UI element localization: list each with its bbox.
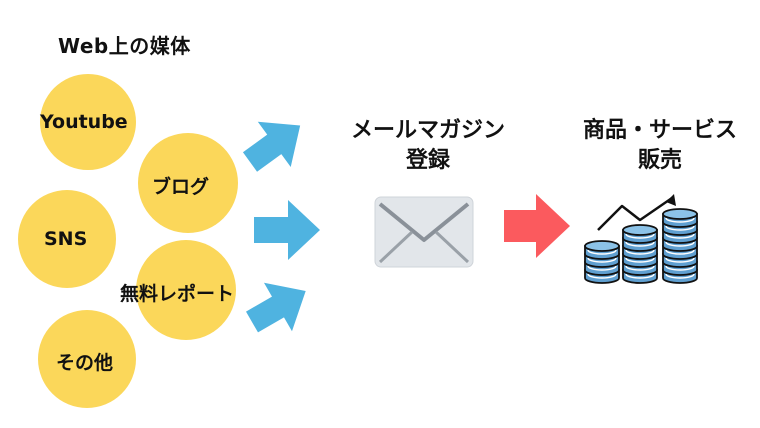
coin-band [625, 249, 655, 255]
coin-band [665, 217, 695, 223]
newsletter-heading-line1: メールマガジン [350, 118, 505, 143]
coin-band [587, 273, 617, 279]
diagram-title: Web上の媒体 [58, 34, 191, 58]
coin-band [625, 257, 655, 263]
coin-band [625, 241, 655, 247]
coin-band [665, 241, 695, 247]
envelope-icon [374, 196, 474, 268]
label-sns: SNS [44, 228, 88, 250]
label-blog: ブログ [152, 176, 210, 198]
coin-top [622, 224, 658, 236]
coin-band [625, 273, 655, 279]
coin-band [665, 249, 695, 255]
coin-band [665, 273, 695, 279]
coin-band [587, 257, 617, 263]
newsletter-heading: メールマガジン 登録 [328, 116, 528, 176]
label-youtube: Youtube [40, 111, 128, 133]
coin-top [662, 208, 698, 220]
coin-band [587, 265, 617, 271]
label-report: 無料レポート [120, 283, 235, 305]
coin-growth-icon [584, 194, 698, 284]
product-heading: 商品・サービス 販売 [560, 116, 760, 176]
coin-band [665, 257, 695, 263]
circle-youtube [40, 74, 136, 170]
coin-band [665, 225, 695, 231]
newsletter-heading-line2: 登録 [405, 148, 450, 173]
coin-band [625, 265, 655, 271]
product-heading-line2: 販売 [637, 148, 682, 173]
coin-top [584, 240, 620, 252]
label-other: その他 [56, 352, 114, 374]
coin-band [665, 265, 695, 271]
coin-band [587, 249, 617, 255]
circle-other [38, 310, 136, 408]
product-heading-line1: 商品・サービス [582, 118, 737, 143]
circle-sns [18, 190, 116, 288]
coin-band [625, 233, 655, 239]
circle-report [136, 240, 236, 340]
circle-blog [138, 133, 238, 233]
coin-band [665, 233, 695, 239]
